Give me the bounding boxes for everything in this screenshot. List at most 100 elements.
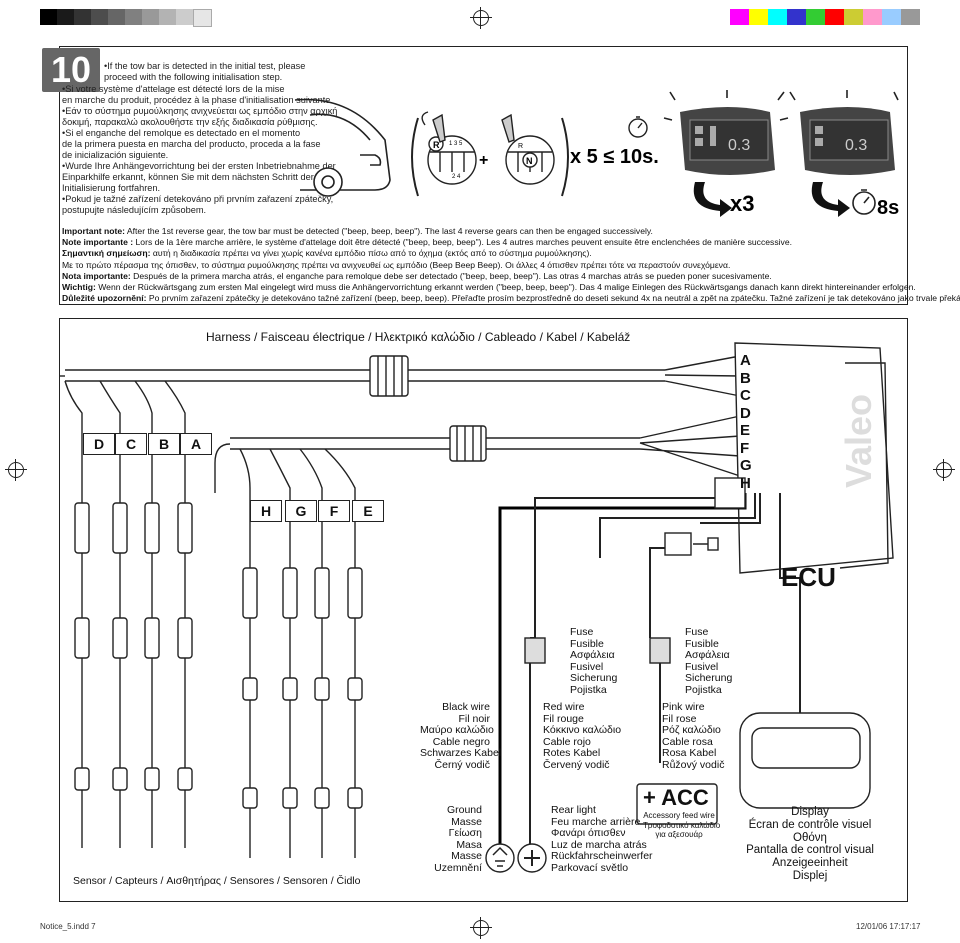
ground-symbol-icon	[492, 846, 508, 867]
note-line: Nota importante: Después de la primera m…	[62, 270, 772, 281]
gray-swatch	[142, 9, 159, 25]
display-label: Display Écran de contrôle visuel Οθόνη P…	[746, 806, 874, 882]
step-text-es: •Si el enganche del remolque es detectad…	[62, 128, 321, 160]
sensor-plug	[112, 502, 128, 554]
repeat-formula: x 5 ≤ 10s.	[570, 146, 659, 168]
stopwatch-2-icon	[852, 189, 876, 215]
gray-swatch	[125, 9, 142, 25]
note-line: Wichtig: Wenn der Rückwärtsgang zum erst…	[62, 282, 916, 292]
red-wire-label: Red wire Fil rouge Κόκκινο καλώδιο Cable…	[543, 701, 622, 771]
sensor-label: Sensor / Capteurs / Αισθητήρας / Sensore…	[73, 875, 361, 887]
gear-r2-label: R	[518, 143, 523, 150]
rear-light-label: Rear light Feu marche arrière Φανάρι όπι…	[551, 804, 653, 874]
gray-swatch	[193, 9, 212, 27]
car-rear-icon	[294, 98, 391, 197]
sensor-plug	[112, 617, 128, 659]
sensor-plug	[282, 677, 298, 701]
color-swatch	[768, 9, 787, 25]
sensor-plug	[144, 767, 160, 791]
light-symbol-icon	[524, 850, 540, 866]
sensor-plug	[242, 677, 258, 701]
harness-label: Harness / Faisceau électrique / Ηλεκτρικ…	[206, 330, 631, 344]
gray-swatch	[176, 9, 193, 25]
gear-numbers2-label: 2 4	[452, 174, 461, 180]
display-value: 0.3	[728, 137, 750, 154]
connector-c: C	[115, 433, 147, 455]
sensor-plug	[74, 502, 90, 554]
sensor-plug	[144, 502, 160, 554]
gear-r-label: R	[433, 140, 440, 150]
sensor-plug	[314, 787, 330, 809]
note-line: Important note: After the 1st reverse ge…	[62, 226, 653, 236]
ecu-pin-g: G	[740, 457, 752, 474]
sensor-plug	[282, 787, 298, 809]
beep-rays-2-icon	[789, 90, 899, 101]
footer-date: 12/01/06 17:17:17	[856, 922, 921, 931]
sensor-plug	[347, 677, 363, 701]
color-swatch	[863, 9, 882, 25]
color-swatch	[882, 9, 901, 25]
pink-wire-label: Pink wire Fil rose Ρόζ καλώδιο Cable ros…	[662, 701, 725, 771]
ecu-logo: Valeo	[838, 393, 880, 489]
ecu-pin-h: H	[740, 474, 751, 492]
gray-swatch	[108, 9, 125, 25]
note-line: Note importante : Lors de la 1ère marche…	[62, 237, 792, 248]
sensor-plug	[177, 767, 193, 791]
gray-swatch	[74, 9, 91, 25]
ecu-label: ECU	[781, 562, 836, 592]
gray-swatch	[159, 9, 176, 25]
connector-b: B	[148, 433, 180, 455]
wait-arrow-icon	[811, 182, 850, 217]
registration-mark-icon	[470, 917, 492, 939]
color-swatch	[730, 9, 749, 25]
color-swatch	[825, 9, 844, 25]
repeat-x3: x3	[730, 191, 754, 216]
gray-swatch	[91, 9, 108, 25]
bracket-right-icon	[561, 117, 569, 197]
connector-h: H	[250, 500, 282, 522]
note-line: Σημαντική σημείωση: αυτή η διαδικασία πρ…	[62, 248, 592, 259]
step-number-badge: 10	[42, 48, 100, 92]
connector-d: D	[83, 433, 115, 455]
ecu-pin-d: D	[740, 404, 751, 422]
color-swatch	[844, 9, 863, 25]
gear-numbers-label: 1 3 5	[449, 141, 463, 147]
stopwatch-icon	[628, 116, 648, 138]
plus-label: +	[479, 152, 488, 169]
sensor-plug	[282, 567, 298, 619]
sensor-plug	[314, 677, 330, 701]
step-text-de: •Wurde Ihre Anhängevorrichtung bei der e…	[62, 161, 336, 193]
display-unit-2-icon: 0.3	[800, 107, 895, 175]
fuse-label-2: Fuse Fusible Ασφάλεια Fusivel Sicherung …	[685, 626, 733, 696]
color-swatch	[787, 9, 806, 25]
gear-n-label: N	[526, 156, 533, 166]
note-line: Με το πρώτο πέρασμα της όπισθεν, το σύστ…	[62, 259, 731, 270]
step-text-cs: •Pokud je tažné zařízení detekováno při …	[62, 194, 334, 215]
sensor-plug	[74, 767, 90, 791]
ground-label: Ground Masse Γείωση Masa Masse Uzemnění	[434, 804, 482, 874]
fuse-label-1: Fuse Fusible Ασφάλεια Fusivel Sicherung …	[570, 626, 618, 696]
beep-rays-icon	[663, 90, 789, 121]
ecu-pin-a: A	[740, 352, 751, 369]
gray-swatch	[57, 9, 74, 25]
sensor-plug	[242, 567, 258, 619]
step-text-en: •If the tow bar is detected in the initi…	[104, 61, 306, 82]
sensor-plug	[177, 502, 193, 554]
sensor-plug	[112, 767, 128, 791]
sensor-plug	[74, 617, 90, 659]
display-value-2: 0.3	[845, 137, 867, 154]
initialisation-illustration: R 1 3 5 2 4 + R N x 5 ≤ 10s. 0.3 0.3 x3	[294, 90, 900, 219]
bracket-left-icon	[411, 117, 419, 197]
sensor-plug	[347, 567, 363, 619]
step-frame	[59, 46, 908, 305]
repeat-arrow-icon	[693, 182, 732, 217]
acc-desc: Accessory feed wire Τροφοδοτικό καλώδιο …	[643, 811, 721, 839]
sensor-plug	[314, 567, 330, 619]
sensor-plug	[242, 787, 258, 809]
gray-swatch	[40, 9, 57, 25]
connector-a: A	[180, 433, 212, 455]
ecu-pin-e: E	[740, 422, 751, 439]
sensor-plug	[177, 617, 193, 659]
color-swatch	[806, 9, 825, 25]
gear-shift-reverse-icon	[421, 111, 477, 185]
